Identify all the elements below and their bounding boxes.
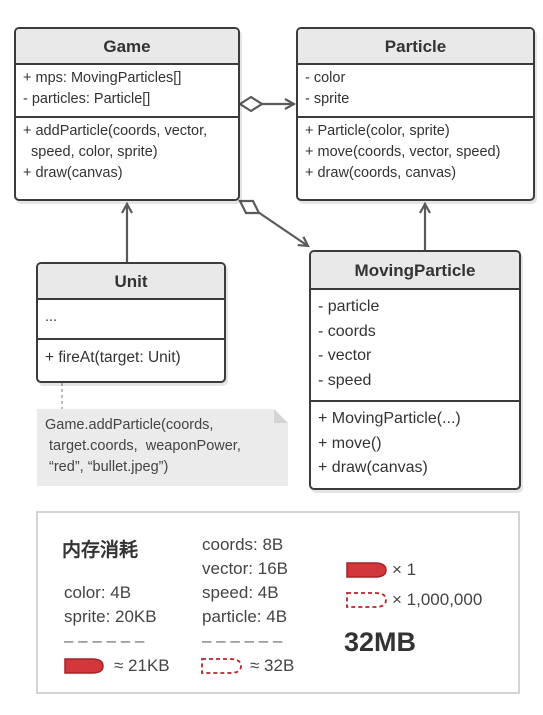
class-title: Unit	[38, 264, 224, 300]
method: + draw(canvas)	[23, 165, 123, 181]
method: + Particle(color, sprite)	[305, 123, 450, 139]
class-movingparticle[interactable]: MovingParticle - particle - coords - vec…	[309, 250, 521, 490]
memory-usage-panel: 内存消耗 color: 4B sprite: 20KB – – – – – – …	[36, 511, 520, 694]
dashed-bullet-icon	[201, 658, 242, 674]
class-fields: + mps: MovingParticles[] - particles: Pa…	[16, 65, 238, 116]
moving-total: ≈ 32B	[250, 656, 295, 675]
memory-total: 32MB	[344, 627, 417, 657]
particle-total: ≈ 21KB	[114, 656, 170, 675]
field: - speed	[318, 371, 372, 389]
field: ...	[45, 309, 58, 325]
particle-size: sprite: 20KB	[64, 607, 157, 626]
note-line: “red”, “bullet.jpeg”)	[45, 459, 169, 475]
moving-size: vector: 16B	[202, 559, 288, 578]
field: - particle	[318, 298, 380, 315]
method: + move()	[318, 434, 382, 452]
field: - particles: Particle[]	[23, 91, 151, 107]
class-methods: + MovingParticle(...) + move() + draw(ca…	[311, 400, 519, 485]
separator: – – – – – –	[202, 631, 283, 650]
field: - coords	[318, 322, 376, 340]
class-methods: + addParticle(coords, vector, speed, col…	[16, 116, 238, 188]
class-fields: ...	[38, 300, 224, 338]
class-methods: + Particle(color, sprite) + move(coords,…	[298, 116, 533, 188]
memory-heading: 内存消耗	[62, 540, 139, 561]
note-fold-corner	[274, 409, 288, 423]
class-particle[interactable]: Particle - color - sprite + Particle(col…	[296, 27, 535, 201]
class-fields: - particle - coords - vector - speed	[311, 290, 519, 400]
method: + draw(coords, canvas)	[305, 165, 457, 181]
moving-size: speed: 4B	[202, 583, 279, 602]
field: - color	[305, 70, 346, 86]
method: speed, color, sprite)	[23, 144, 158, 160]
dashed-bullet-icon	[346, 592, 387, 608]
field: - vector	[318, 347, 372, 364]
method: + MovingParticle(...)	[318, 410, 461, 427]
class-title: Particle	[298, 29, 533, 65]
legend-many: × 1,000,000	[392, 590, 483, 609]
method: + draw(canvas)	[318, 459, 428, 476]
code-note: Game.addParticle(coords, target.coords, …	[37, 409, 288, 486]
note-line: target.coords, weaponPower,	[45, 438, 241, 454]
class-unit[interactable]: Unit ... + fireAt(target: Unit)	[36, 262, 226, 383]
class-fields: - color - sprite	[298, 65, 533, 116]
class-methods: + fireAt(target: Unit)	[38, 338, 224, 372]
particle-size: color: 4B	[64, 583, 132, 602]
method: + move(coords, vector, speed)	[305, 144, 501, 160]
method: + fireAt(target: Unit)	[45, 349, 181, 366]
separator: – – – – – –	[64, 631, 145, 650]
bullet-icon	[346, 562, 387, 578]
aggregation-game-particle	[237, 95, 294, 113]
moving-size: coords: 8B	[202, 535, 284, 554]
class-title: MovingParticle	[311, 252, 519, 290]
aggregation-game-movingparticle	[238, 199, 308, 246]
field: - sprite	[305, 91, 350, 107]
method: + addParticle(coords, vector,	[23, 123, 208, 139]
field: + mps: MovingParticles[]	[23, 70, 182, 86]
class-game[interactable]: Game + mps: MovingParticles[] - particle…	[14, 27, 240, 201]
moving-size: particle: 4B	[202, 607, 288, 626]
class-title: Game	[16, 29, 238, 65]
note-line: Game.addParticle(coords,	[45, 417, 214, 433]
legend-one: × 1	[392, 560, 417, 579]
bullet-icon	[64, 658, 104, 674]
